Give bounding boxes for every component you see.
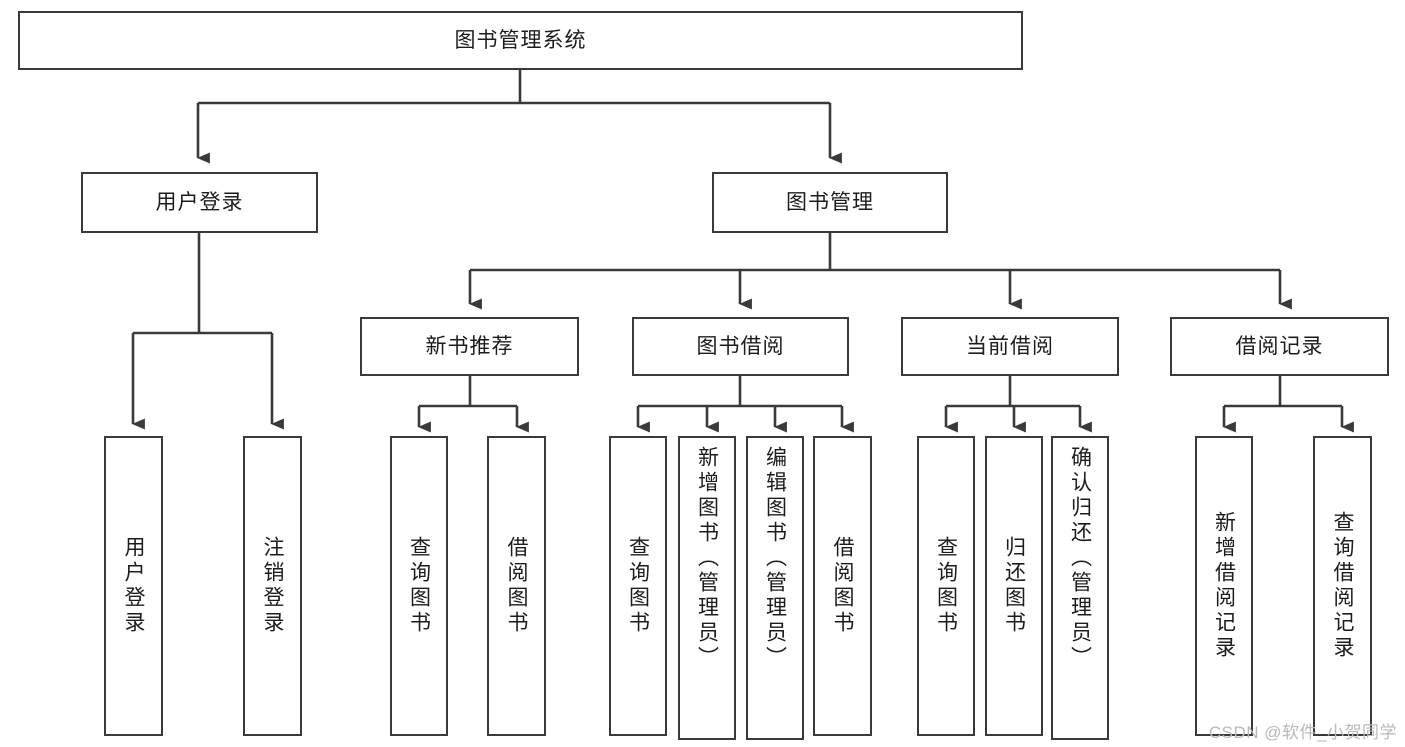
node-leaf-edit-book[interactable]: 编辑图书（管理员） [746,436,804,740]
node-leaf-user-logout[interactable]: 注销登录 [243,436,302,736]
node-leaf-add-book[interactable]: 新增图书（管理员） [678,436,736,740]
node-borrow-record-label: 借阅记录 [1235,334,1324,358]
node-leaf-query-book-2-label: 查询图书 [626,536,650,636]
node-leaf-borrow-book-1[interactable]: 借阅图书 [487,436,546,736]
node-leaf-add-record-label: 新增借阅记录 [1212,511,1236,661]
node-leaf-confirm-return-label: 确认归还（管理员） [1068,446,1092,671]
node-book-borrow[interactable]: 图书借阅 [632,317,849,376]
node-root-label: 图书管理系统 [454,28,587,52]
node-leaf-query-book-2[interactable]: 查询图书 [609,436,667,736]
node-book-borrow-label: 图书借阅 [696,334,785,358]
node-leaf-borrow-book-1-label: 借阅图书 [505,536,528,636]
node-leaf-user-logout-label: 注销登录 [261,536,284,636]
node-leaf-query-book-1-label: 查询图书 [407,536,431,636]
node-leaf-user-login[interactable]: 用户登录 [104,436,163,736]
node-borrow-record[interactable]: 借阅记录 [1170,317,1389,376]
node-leaf-return-book[interactable]: 归还图书 [985,436,1043,736]
node-leaf-user-login-label: 用户登录 [122,536,145,636]
node-leaf-borrow-book-2[interactable]: 借阅图书 [813,436,872,736]
node-root[interactable]: 图书管理系统 [18,11,1023,70]
node-book-manage[interactable]: 图书管理 [712,172,948,233]
node-leaf-query-book-1[interactable]: 查询图书 [390,436,448,736]
node-leaf-query-book-3-label: 查询图书 [934,536,958,636]
watermark-text: CSDN @软件_小贺同学 [1208,723,1397,742]
node-book-manage-label: 图书管理 [786,190,874,214]
node-user-login[interactable]: 用户登录 [81,172,318,233]
node-leaf-query-record-label: 查询借阅记录 [1331,511,1354,661]
node-new-book-recommend[interactable]: 新书推荐 [360,317,579,376]
node-current-borrow[interactable]: 当前借阅 [901,317,1119,376]
node-leaf-edit-book-label: 编辑图书（管理员） [763,446,787,671]
node-leaf-return-book-label: 归还图书 [1002,536,1026,636]
node-leaf-add-book-label: 新增图书（管理员） [695,446,719,671]
node-leaf-add-record[interactable]: 新增借阅记录 [1195,436,1253,736]
node-current-borrow-label: 当前借阅 [966,334,1054,358]
node-leaf-query-book-3[interactable]: 查询图书 [917,436,975,736]
node-user-login-label: 用户登录 [155,190,244,214]
node-leaf-borrow-book-2-label: 借阅图书 [831,536,854,636]
node-leaf-confirm-return[interactable]: 确认归还（管理员） [1051,436,1109,740]
node-leaf-query-record[interactable]: 查询借阅记录 [1313,436,1372,736]
node-new-book-recommend-label: 新书推荐 [425,334,514,358]
